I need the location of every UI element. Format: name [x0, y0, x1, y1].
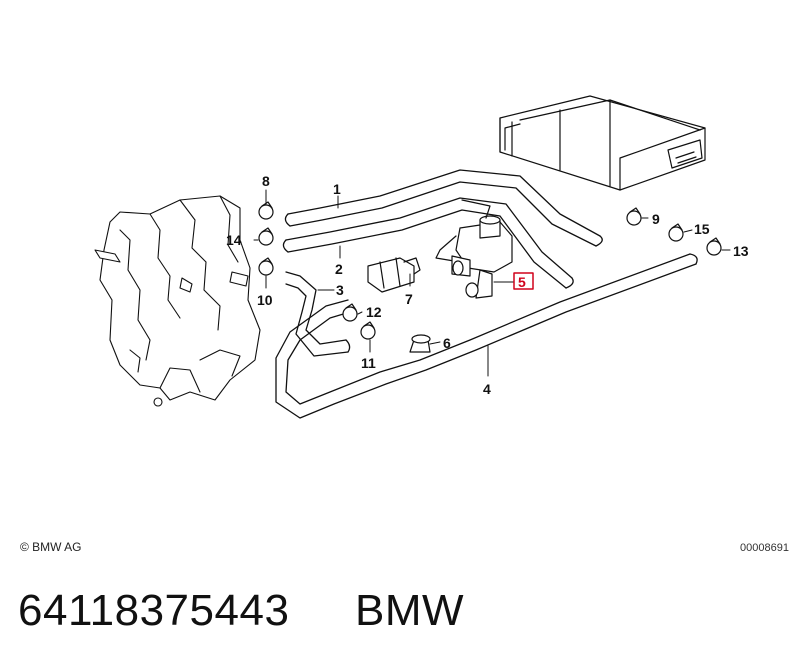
callout-12: 12	[366, 304, 382, 320]
hose-4	[275, 253, 698, 419]
callout-8: 8	[262, 173, 270, 189]
parts-diagram: 1 2 3 4 5 6 7 8 9 10 11 12 13 14 15	[94, 95, 749, 419]
callout-13: 13	[733, 243, 749, 259]
callout-10: 10	[257, 292, 273, 308]
callout-1: 1	[333, 181, 341, 197]
callout-14: 14	[226, 232, 242, 248]
copyright-notice: © BMW AG	[20, 540, 82, 554]
callout-labels: 1 2 3 4 5 6 7 8 9 10 11 12 13 14 15	[226, 173, 749, 397]
connector-7	[367, 257, 421, 293]
callout-5: 5	[518, 274, 526, 290]
callout-5-highlight	[513, 272, 534, 290]
engine-block	[94, 195, 261, 407]
leader-lines	[253, 189, 731, 377]
heater-core	[499, 95, 706, 191]
hose-2	[282, 197, 574, 289]
part-number: 64118375443	[18, 586, 290, 635]
callout-7: 7	[405, 291, 413, 307]
callout-9: 9	[652, 211, 660, 227]
hose-3	[285, 271, 351, 357]
callout-6: 6	[443, 335, 451, 351]
callout-11: 11	[361, 355, 376, 371]
hose-clamps	[258, 201, 722, 340]
grommet-6	[409, 334, 431, 353]
callout-2: 2	[335, 261, 343, 277]
diagram-reference-code: 00008691	[740, 542, 789, 554]
hose-1	[284, 169, 603, 247]
callout-3: 3	[336, 282, 344, 298]
water-valve	[435, 199, 513, 299]
brand-name: BMW	[355, 586, 465, 635]
callout-15: 15	[694, 221, 710, 237]
callout-4: 4	[483, 381, 491, 397]
